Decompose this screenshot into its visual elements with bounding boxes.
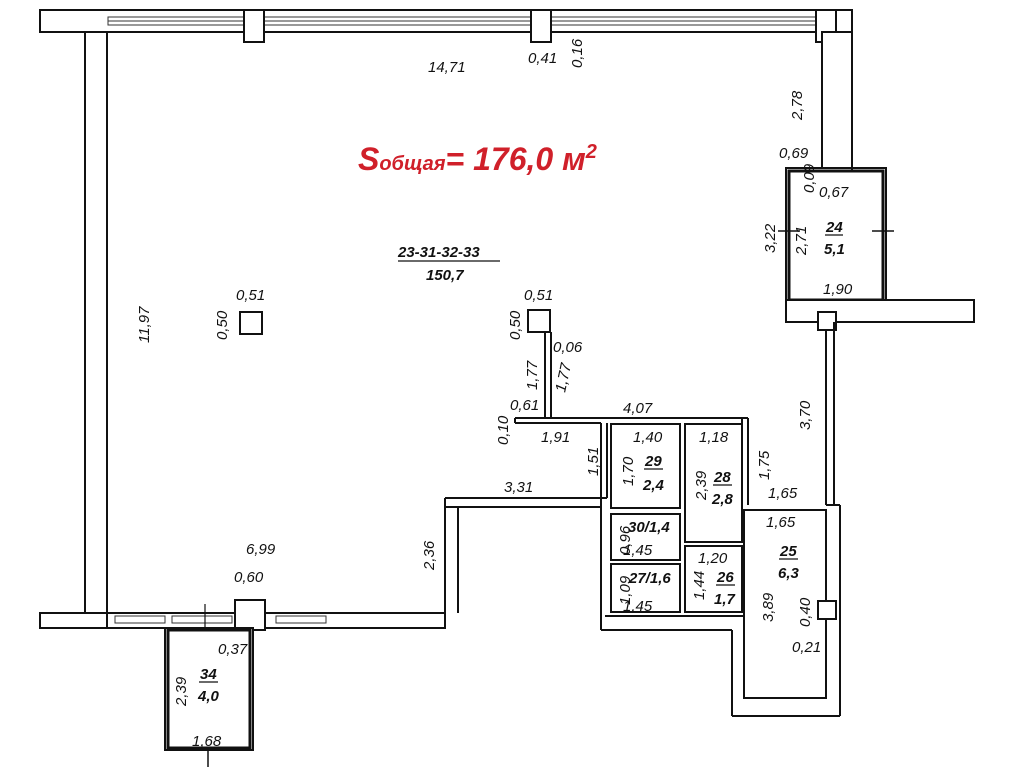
right-upper-wall — [821, 31, 853, 169]
dim-r25-top-a: 1,65 — [768, 485, 798, 502]
room-area-34: 4,0 — [197, 688, 220, 705]
room-29 — [610, 423, 681, 509]
dim-r26-w: 1,20 — [698, 550, 728, 567]
dim-col2-w: 0,51 — [524, 287, 553, 304]
dim-right-upper: 2,78 — [789, 90, 806, 121]
bottom-window — [275, 615, 327, 624]
room-24 — [785, 167, 887, 301]
dim-r27-h: 1,09 — [617, 575, 634, 605]
room-25 — [743, 509, 827, 699]
dim-partition-b: 1,77 — [552, 361, 575, 394]
dim-right-mid: 3,70 — [797, 400, 814, 430]
dim-r34-h: 2,39 — [173, 676, 190, 707]
bottom-window — [114, 615, 166, 624]
dim-p-end-w: 0,61 — [510, 397, 539, 414]
left-wall — [84, 31, 108, 614]
dim-r24-inner-h: 2,71 — [793, 226, 810, 256]
dim-main-bottom: 6,99 — [246, 541, 276, 558]
dim-r29-w: 1,40 — [633, 429, 663, 446]
dim-r28-w: 1,18 — [699, 429, 729, 446]
dim-r34-top: 0,37 — [218, 641, 248, 658]
dim-bottom-step: 3,31 — [504, 479, 533, 496]
dim-top-gap: 0,16 — [569, 38, 586, 68]
dim-r28-h: 2,39 — [693, 470, 710, 501]
dim-r24-side: 0,09 — [801, 163, 818, 193]
room-area-29: 2,4 — [642, 477, 665, 494]
column — [527, 309, 551, 333]
right-mid-wall — [785, 299, 975, 323]
room-label-30: 30/1,4 — [628, 519, 670, 536]
dim-r24-outer-h: 3,22 — [762, 223, 779, 253]
room-34 — [164, 627, 254, 751]
dim-step-w: 1,91 — [541, 429, 570, 446]
room-area-main: 150,7 — [426, 267, 464, 284]
dim-main-low-h: 2,36 — [421, 540, 438, 571]
room-number-main: 23-31-32-33 — [397, 244, 480, 261]
room-area-26: 1,7 — [714, 591, 736, 608]
room-27 — [610, 563, 681, 613]
room-number-24: 24 — [825, 219, 843, 236]
dim-r24-lw: 0,69 — [779, 145, 809, 162]
top-column — [243, 9, 265, 43]
dim-r26-h: 1,44 — [691, 571, 708, 600]
dim-door-col: 0,60 — [234, 569, 264, 586]
dim-partition-t: 0,06 — [553, 339, 583, 356]
dim-top-len: 14,71 — [428, 59, 466, 76]
dim-r28-side: 1,75 — [756, 450, 773, 480]
room-area-28: 2,8 — [711, 491, 734, 508]
dim-r25-top-b: 1,65 — [766, 514, 796, 531]
room-number-28: 28 — [713, 469, 731, 486]
room-label-27: 27/1,6 — [628, 570, 671, 587]
room-26 — [684, 545, 743, 613]
room-number-26: 26 — [716, 569, 734, 586]
top-column — [530, 9, 552, 43]
dim-col2-h: 0,50 — [507, 310, 524, 340]
room-number-25: 25 — [779, 543, 797, 560]
dim-r24-bottom: 1,90 — [823, 281, 853, 298]
room-30 — [610, 513, 681, 561]
room-number-29: 29 — [644, 453, 662, 470]
dim-r29-h: 1,70 — [620, 456, 637, 486]
dim-step-h: 1,51 — [585, 447, 602, 476]
dim-r24-top: 0,67 — [819, 184, 849, 201]
dim-r30-w: 1,45 — [623, 542, 653, 559]
room-area-25: 6,3 — [778, 565, 800, 582]
room-area-24: 5,1 — [824, 241, 845, 258]
dim-r27-w: 1,45 — [623, 598, 653, 615]
dim-left-h: 11,97 — [136, 306, 153, 343]
room-28 — [684, 423, 743, 543]
dim-col1-h: 0,50 — [214, 310, 231, 340]
total-area-title: Sобщая= 176,0 м2 — [358, 141, 597, 177]
wall-column — [817, 600, 837, 620]
dim-r34-w: 1,68 — [192, 733, 222, 750]
dim-p-end-h: 0,10 — [495, 415, 512, 445]
dim-r25-h: 3,89 — [760, 592, 777, 622]
dim-r25-col-w: 0,21 — [792, 639, 821, 656]
dim-r30-h: 0,96 — [617, 525, 634, 555]
bottom-column — [234, 599, 266, 631]
column — [239, 311, 263, 335]
dim-corridor-len: 4,07 — [623, 400, 653, 417]
dim-top-col: 0,41 — [528, 50, 557, 67]
dim-col1-w: 0,51 — [236, 287, 265, 304]
bottom-window — [171, 615, 233, 624]
dim-r25-col-h: 0,40 — [797, 597, 814, 627]
dim-partition-a: 1,77 — [524, 360, 541, 390]
room-number-34: 34 — [200, 666, 217, 683]
